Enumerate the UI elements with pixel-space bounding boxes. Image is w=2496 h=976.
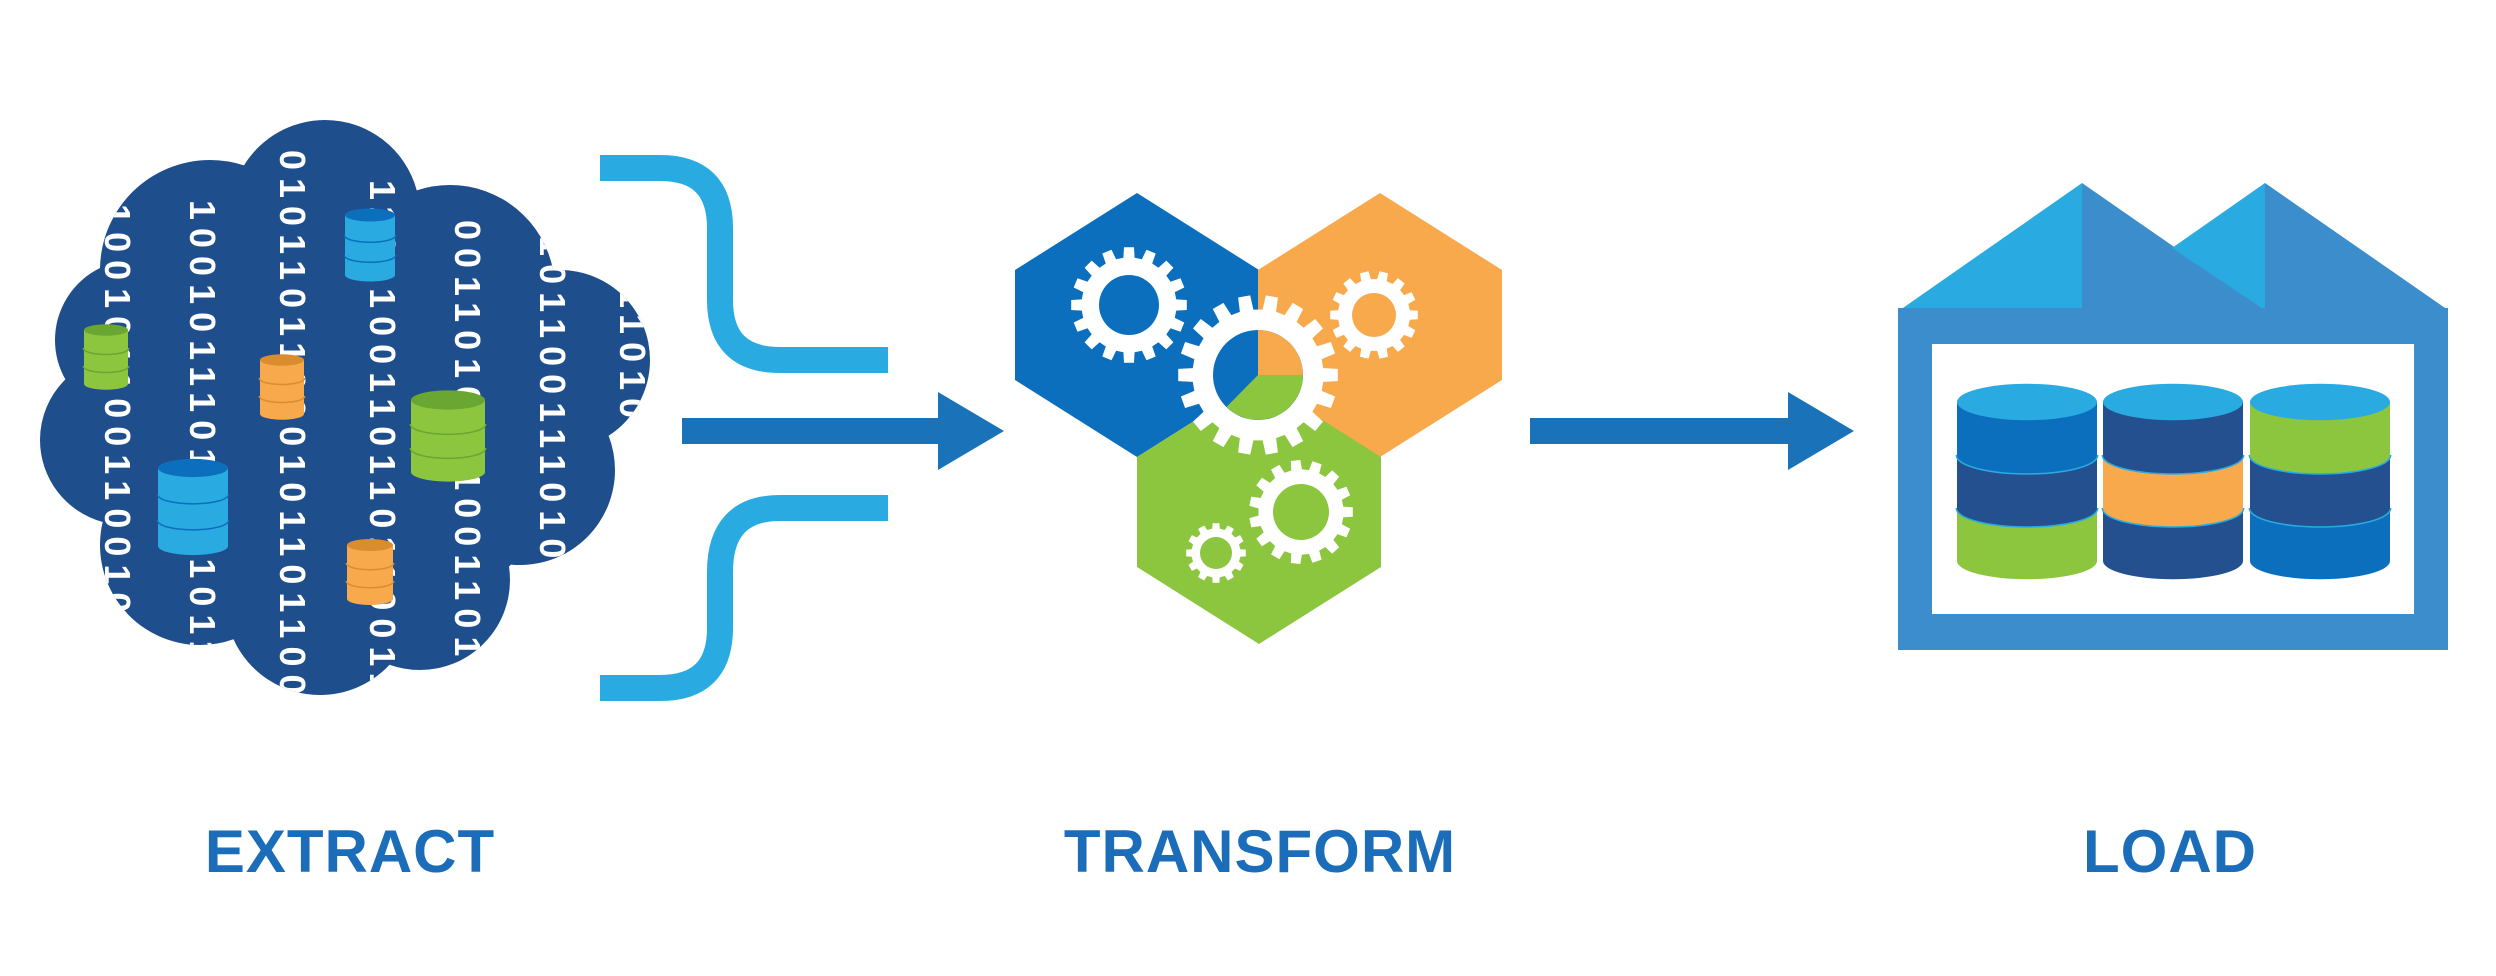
label-extract: EXTRACT xyxy=(204,818,496,885)
database-icon xyxy=(156,458,230,556)
gear-icon xyxy=(1186,523,1246,583)
label-transform: TRANSFORM xyxy=(1063,818,1457,885)
data-cloud-icon: 01100101100110010110 10010111011001011101… xyxy=(40,120,653,812)
database-icon xyxy=(82,324,130,390)
database-icon xyxy=(2248,383,2392,580)
gear-icon xyxy=(1249,460,1353,564)
arrow-extract-to-transform xyxy=(682,392,1004,470)
gears-hexagon-icon xyxy=(1015,193,1502,644)
database-icon xyxy=(343,208,397,282)
label-load: LOAD xyxy=(2083,818,2257,885)
database-icon xyxy=(2101,383,2245,580)
binary-column: 01011011000101101100 xyxy=(272,150,313,702)
database-icon xyxy=(345,539,395,605)
warehouse-roof-left xyxy=(1900,183,2082,310)
gear-icon xyxy=(1071,247,1187,363)
database-icon xyxy=(258,354,306,420)
data-warehouse-icon xyxy=(1898,183,2448,650)
funnel-bracket-bottom xyxy=(600,495,888,701)
binary-column: 01101001100110100110 xyxy=(612,260,653,812)
database-icon xyxy=(409,390,487,482)
binary-column: 10010111011001011101 xyxy=(182,200,223,751)
binary-column: 10101100111010110011 xyxy=(532,180,573,731)
binary-column: 01100101100110010110 xyxy=(97,150,138,702)
warehouse-roof-right-shade xyxy=(2265,183,2448,310)
arrow-transform-to-load xyxy=(1530,392,1854,470)
funnel-bracket-top xyxy=(600,155,888,373)
cloud-databases xyxy=(82,208,487,605)
warehouse-databases xyxy=(1955,383,2392,580)
binary-column: 00110101010011010101 xyxy=(447,220,488,776)
gear-icon xyxy=(1178,295,1338,455)
warehouse-roof-right xyxy=(2172,183,2265,310)
gear-icons xyxy=(1071,247,1418,583)
gear-icon xyxy=(1330,271,1418,359)
database-icon xyxy=(1955,383,2099,580)
